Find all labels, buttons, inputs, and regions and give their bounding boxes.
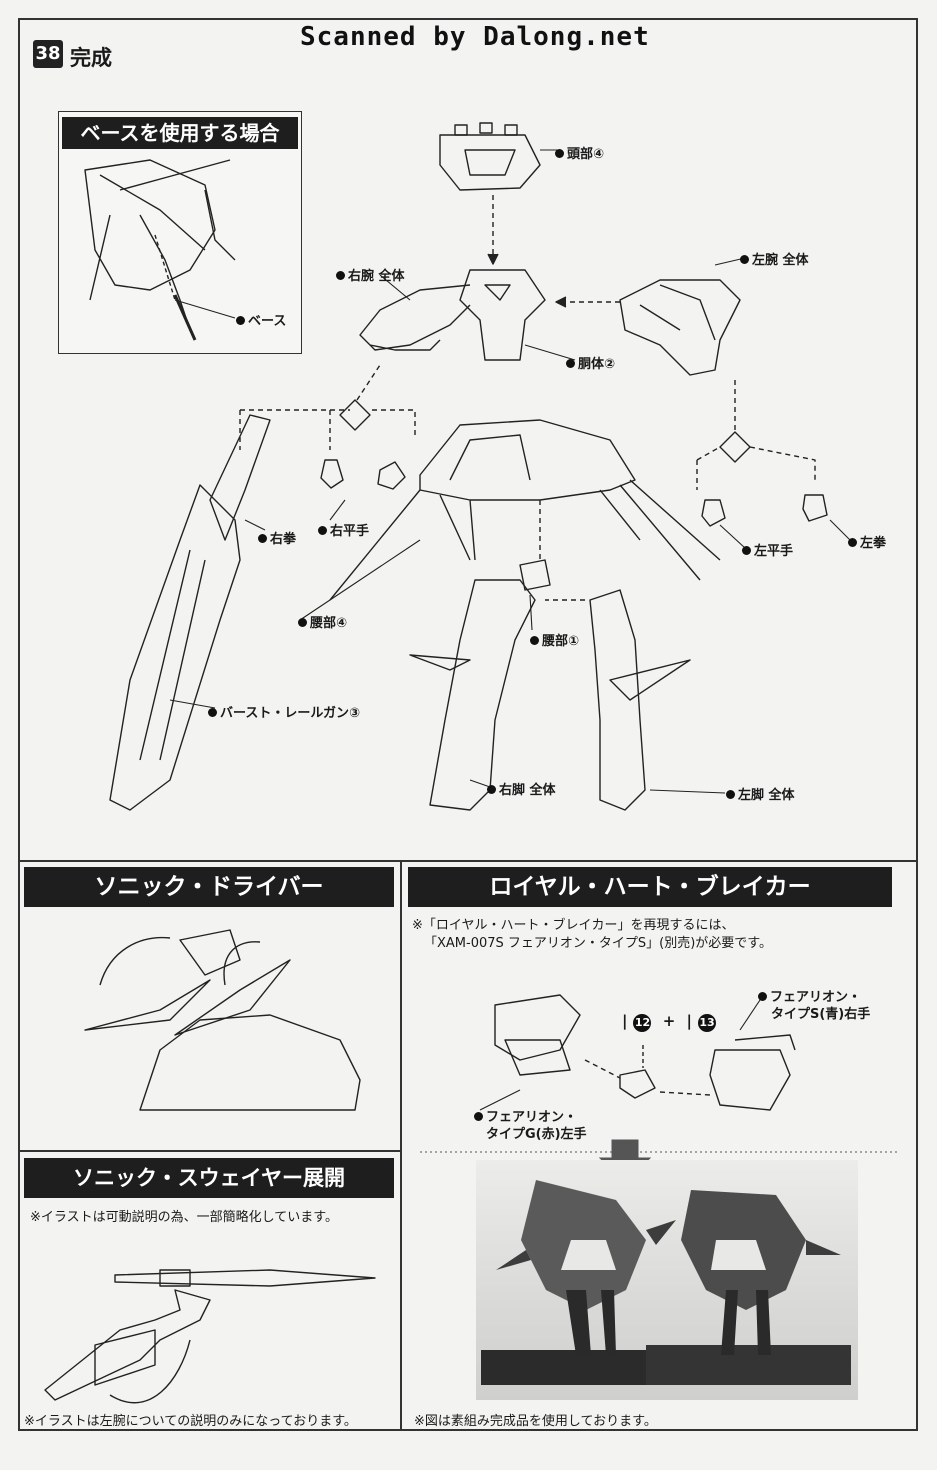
photo-note: ※図は素組み完成品を使用しております。 xyxy=(414,1414,657,1429)
label-fairion-s: フェアリオン・ xyxy=(758,986,861,1005)
inset-base-box xyxy=(58,111,302,354)
step-number: 38 xyxy=(33,40,63,68)
label-railgun: バースト・レールガン③ xyxy=(208,702,360,721)
head-part xyxy=(439,122,541,191)
label-head: 頭部④ xyxy=(555,143,604,162)
page-frame xyxy=(18,18,918,1431)
torso-part xyxy=(359,269,546,361)
label-right-arm: 右腕 全体 xyxy=(336,265,405,284)
left-arm-part xyxy=(619,279,741,376)
sonic-swayer-note-top: ※イラストは可動説明の為、一部簡略化しています。 xyxy=(30,1210,338,1225)
label-right-flat-hand: 右平手 xyxy=(318,520,369,539)
label-waist-1: 腰部① xyxy=(530,630,579,649)
inset-figure xyxy=(84,159,236,341)
step-title: 完成 xyxy=(70,46,112,70)
royal-heart-note-2: 「XAM-007S フェアリオン・タイプS」(別売)が必要です。 xyxy=(424,936,772,951)
parts-combination: |12 + |13 xyxy=(622,1012,717,1032)
label-fairion-s-2: タイプS(青)右手 xyxy=(771,1007,871,1022)
inset-title: ベースを使用する場合 xyxy=(62,117,298,149)
part-13: 13 xyxy=(698,1014,717,1032)
label-fairion-g-2: タイプG(赤)左手 xyxy=(486,1127,587,1142)
label-base: ベース xyxy=(236,310,286,329)
railgun-part xyxy=(109,414,271,811)
legs-part xyxy=(409,559,691,811)
label-fairion-g: フェアリオン・ xyxy=(474,1106,577,1125)
royal-heart-title: ロイヤル・ハート・ブレイカー xyxy=(408,867,892,907)
label-waist-4: 腰部④ xyxy=(298,612,347,631)
sonic-driver-title: ソニック・ドライバー xyxy=(24,867,394,907)
label-torso: 胴体② xyxy=(566,353,615,372)
label-right-leg: 右脚 全体 xyxy=(487,779,556,798)
label-left-leg: 左脚 全体 xyxy=(726,784,795,803)
sonic-swayer-note-bottom: ※イラストは左腕についての説明のみになっております。 xyxy=(24,1414,357,1429)
section-divider-left xyxy=(18,1150,400,1152)
sonic-swayer-title: ソニック・スウェイヤー展開 xyxy=(24,1158,394,1198)
completed-figures-photo xyxy=(476,1160,858,1400)
royal-heart-note-1: ※「ロイヤル・ハート・ブレイカー」を再現するには、 xyxy=(412,918,735,933)
label-left-flat-hand: 左平手 xyxy=(742,540,793,559)
label-left-fist: 左拳 xyxy=(848,532,886,551)
photo-figures xyxy=(481,1180,851,1385)
column-divider xyxy=(400,860,402,1431)
section-divider xyxy=(18,860,918,862)
sonic-swayer-illustration xyxy=(44,1269,376,1404)
royal-heart-parts xyxy=(494,994,796,1111)
sonic-driver-illustration xyxy=(84,929,361,1111)
label-left-arm: 左腕 全体 xyxy=(740,249,809,268)
part-12: 12 xyxy=(633,1014,652,1032)
watermark: Scanned by Dalong.net xyxy=(300,22,650,52)
waist-part xyxy=(329,419,721,601)
label-right-fist: 右拳 xyxy=(258,528,296,547)
plus-sign: + xyxy=(662,1012,676,1030)
